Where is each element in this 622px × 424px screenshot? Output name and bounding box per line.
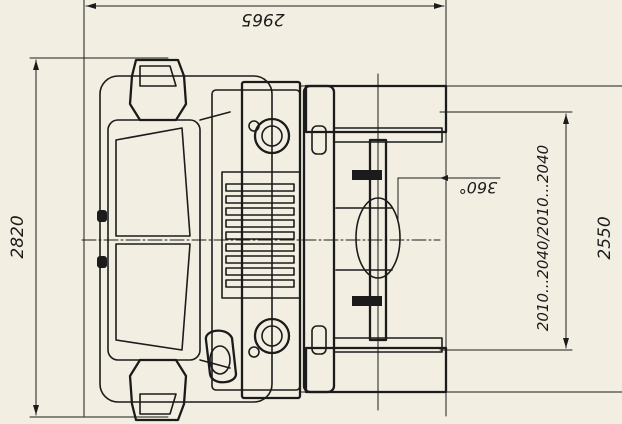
steering-angle-label: 360°: [459, 178, 498, 197]
radiator-grille: [221, 171, 301, 299]
side-mirrors: [128, 58, 188, 422]
dimension-overall-width: 2820: [8, 57, 169, 418]
dimension-steering-angle: 360°: [397, 175, 501, 223]
air-filter: [204, 329, 238, 384]
overall-width-label: 2820: [8, 215, 28, 258]
front-wheels: [304, 84, 448, 394]
front-axle: [333, 127, 443, 353]
dimension-overall-length: 2965: [83, 0, 447, 417]
width-at-wheels-label: 2550: [595, 216, 615, 259]
track-width-label: 2010...2040/2010...2040: [534, 145, 552, 331]
dimension-track-width: 2010...2040/2010...2040: [439, 111, 573, 351]
overall-length-label: 2965: [241, 9, 284, 29]
